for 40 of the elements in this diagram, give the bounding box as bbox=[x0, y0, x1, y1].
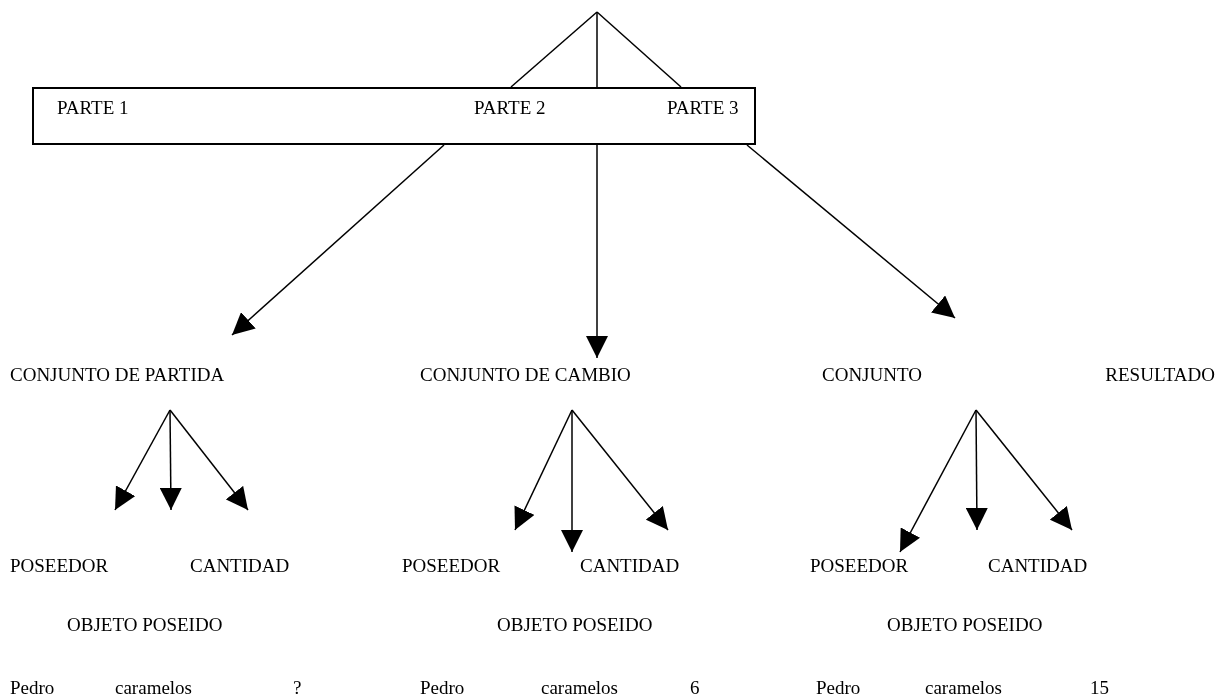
example-text: 15 bbox=[1090, 677, 1109, 699]
element-label: CANTIDAD bbox=[988, 555, 1088, 577]
arrow bbox=[114, 409, 171, 511]
connector-line bbox=[510, 11, 598, 88]
connector-line bbox=[596, 11, 682, 88]
element-label: OBJETO POSEIDO bbox=[887, 614, 1043, 636]
arrow bbox=[159, 409, 182, 511]
element-label: POSEEDOR bbox=[10, 555, 109, 577]
example-text: Pedro bbox=[816, 677, 861, 699]
part-label: PARTE 2 bbox=[474, 97, 546, 119]
element-label: POSEEDOR bbox=[402, 555, 501, 577]
part-label: PARTE 1 bbox=[57, 97, 129, 119]
arrow bbox=[975, 409, 1073, 531]
set-label: CONJUNTO DE PARTIDA bbox=[10, 364, 302, 386]
example-text: caramelos bbox=[925, 677, 1002, 699]
arrow bbox=[169, 409, 249, 511]
example-text: Pedro bbox=[420, 677, 465, 699]
example-text: caramelos bbox=[541, 677, 618, 699]
arrow bbox=[561, 409, 583, 553]
arrow bbox=[746, 144, 956, 319]
element-label: CANTIDAD bbox=[580, 555, 680, 577]
set-label: CONJUNTO DE CAMBIO bbox=[420, 364, 702, 386]
arrow bbox=[965, 409, 988, 531]
arrow bbox=[571, 409, 669, 531]
example-text: 6 bbox=[690, 677, 700, 699]
example-text: caramelos bbox=[115, 677, 192, 699]
arrow bbox=[231, 144, 445, 336]
element-label: OBJETO POSEIDO bbox=[67, 614, 223, 636]
example-text: ? bbox=[293, 677, 302, 699]
arrow bbox=[514, 409, 573, 531]
arrow bbox=[899, 409, 977, 553]
arrow bbox=[586, 144, 608, 359]
element-label: CANTIDAD bbox=[190, 555, 290, 577]
example-text: Pedro bbox=[10, 677, 55, 699]
element-label: POSEEDOR bbox=[810, 555, 909, 577]
set-label: CONJUNTO RESULTADO bbox=[822, 364, 1215, 386]
parts-bar bbox=[32, 87, 756, 145]
element-label: OBJETO POSEIDO bbox=[497, 614, 653, 636]
connector-line bbox=[596, 11, 598, 88]
part-label: PARTE 3 bbox=[667, 97, 739, 119]
